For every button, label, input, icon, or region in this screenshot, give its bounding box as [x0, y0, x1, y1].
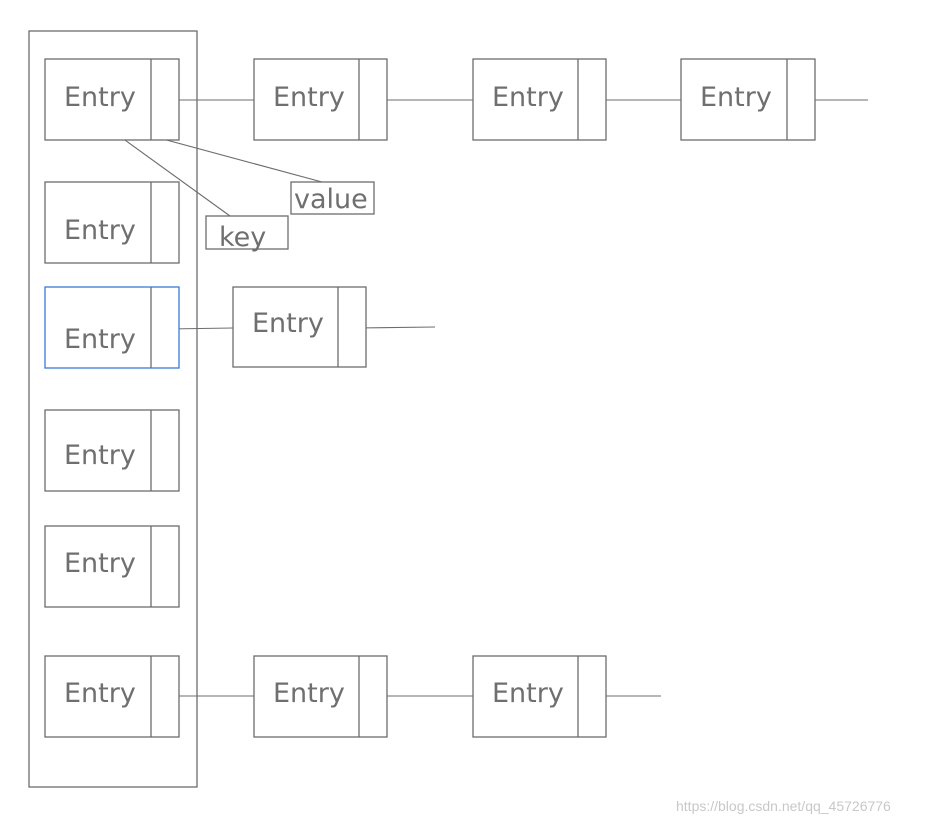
- chain-entry-row-1-node-3: Entry: [680, 58, 816, 141]
- key-label: key: [205, 215, 289, 253]
- chain-3-tail-line: [353, 326, 436, 329]
- entry-label: Entry: [492, 678, 564, 709]
- key-label-box: [205, 215, 289, 250]
- entry-label: Entry: [492, 82, 564, 113]
- entry-box: [44, 525, 180, 608]
- value-label-text: value: [294, 184, 368, 215]
- entry-label: Entry: [64, 548, 136, 579]
- entry-label: Entry: [252, 308, 324, 339]
- entry-box: [680, 58, 816, 141]
- value-label-box: [290, 181, 375, 215]
- entry-box: [44, 655, 180, 738]
- entry-box: [44, 58, 180, 141]
- chain-entry-row-3-node-1: Entry: [232, 286, 367, 368]
- chain-entry-row-1-node-2: Entry: [472, 58, 607, 141]
- watermark-text: https://blog.csdn.net/qq_45726776: [676, 798, 891, 814]
- entry-label: Entry: [64, 678, 136, 709]
- entry-box: [44, 409, 180, 492]
- bucket-entry-2: Entry: [44, 181, 180, 264]
- entry-box: [232, 286, 367, 368]
- bucket-entry-1: Entry: [44, 58, 180, 141]
- entry-box: [472, 58, 607, 141]
- bucket-entry-5: Entry: [44, 525, 180, 608]
- entry-box: [44, 286, 180, 369]
- key-label-text: key: [219, 222, 266, 253]
- bucket-entry-6: Entry: [44, 655, 180, 738]
- entry-label: Entry: [700, 82, 772, 113]
- entry-box: [44, 181, 180, 264]
- entry-label: Entry: [273, 678, 345, 709]
- entry-label: Entry: [64, 82, 136, 113]
- entry-box: [253, 58, 388, 141]
- entry-box: [472, 655, 607, 738]
- value-label: value: [290, 181, 375, 215]
- bucket-entry-3-selected: Entry: [44, 286, 180, 369]
- entry-label: Entry: [64, 215, 136, 246]
- entry-label: Entry: [273, 82, 345, 113]
- entry-label: Entry: [64, 440, 136, 471]
- chain-entry-row-1-node-1: Entry: [253, 58, 388, 141]
- bucket-entry-4: Entry: [44, 409, 180, 492]
- entry-box: [253, 655, 388, 738]
- chain-entry-row-6-node-1: Entry: [253, 655, 388, 738]
- chain-entry-row-6-node-2: Entry: [472, 655, 607, 738]
- entry-label: Entry: [64, 324, 136, 355]
